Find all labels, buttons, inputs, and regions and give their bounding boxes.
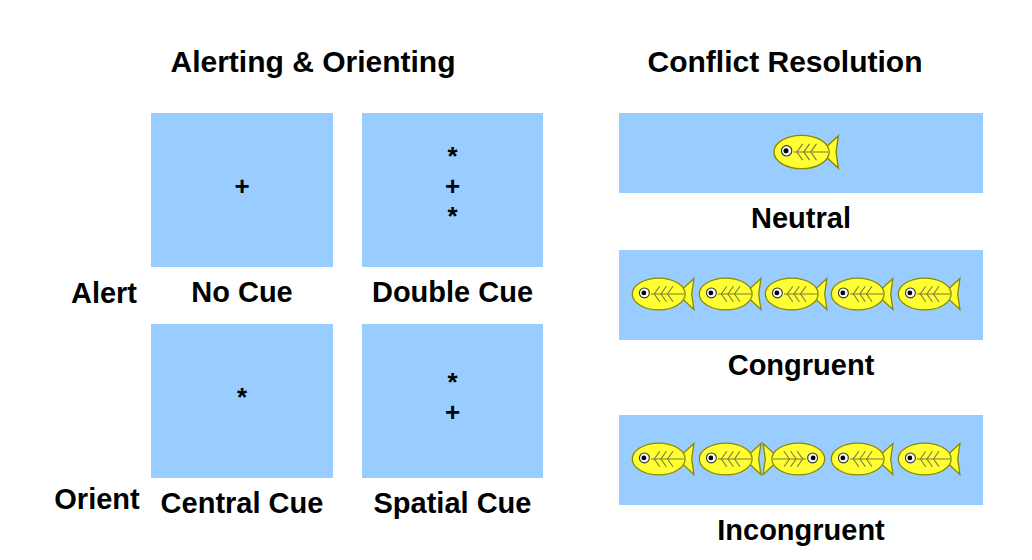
cue-symbol: + xyxy=(234,171,249,201)
flanker-band: Congruent xyxy=(619,250,983,340)
condition-caption: Incongruent xyxy=(717,514,885,546)
flanker-band: Incongruent xyxy=(619,415,983,505)
section-heading: Conflict Resolution xyxy=(648,44,923,80)
cue-box: +No Cue xyxy=(151,113,333,267)
row-label: Alert xyxy=(71,275,137,311)
cue-box: * + *Double Cue xyxy=(362,113,543,267)
row-label: Orient xyxy=(54,481,139,517)
section-heading: Alerting & Orienting xyxy=(171,44,456,80)
symbol-holder: * + * xyxy=(362,113,543,267)
cue-box: * +Spatial Cue xyxy=(362,324,543,478)
cue-symbol: * xyxy=(237,382,247,412)
cue-box: *Central Cue xyxy=(151,324,333,478)
symbol-holder: + xyxy=(151,113,333,267)
symbol-holder: * + xyxy=(362,324,543,478)
condition-caption: Congruent xyxy=(728,349,875,381)
cue-symbol: * + * xyxy=(445,141,460,231)
cue-caption: No Cue xyxy=(191,276,293,308)
condition-caption: Neutral xyxy=(751,202,851,234)
cue-caption: Central Cue xyxy=(161,487,324,519)
symbol-holder: * xyxy=(151,324,333,478)
flanker-band: Neutral xyxy=(619,113,983,193)
cue-caption: Spatial Cue xyxy=(374,487,532,519)
cue-caption: Double Cue xyxy=(372,276,533,308)
cue-symbol: * + xyxy=(445,367,460,427)
